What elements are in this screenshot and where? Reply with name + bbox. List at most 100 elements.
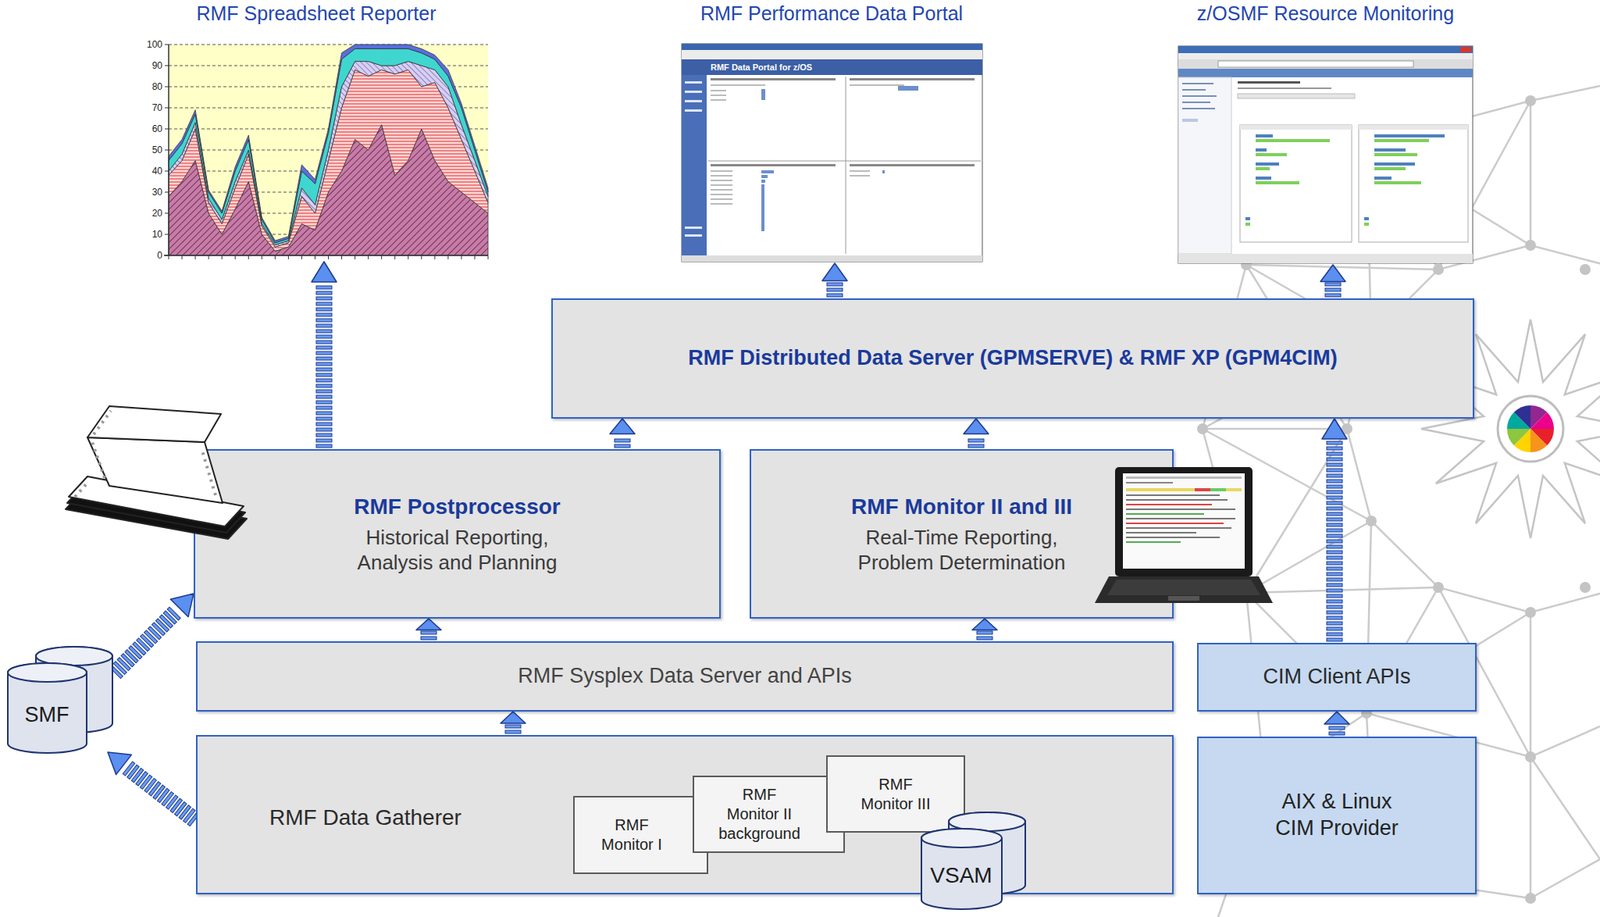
chart-tick — [420, 255, 422, 260]
network-node — [1525, 892, 1536, 904]
zosmf-screenshot — [1178, 68, 1473, 78]
zosmf-screenshot — [1358, 124, 1469, 130]
zosmf-screenshot — [1178, 46, 1473, 264]
zosmf-screenshot — [1374, 167, 1406, 171]
arrow-shaft-bar — [826, 293, 843, 297]
chart-tick — [164, 234, 169, 236]
zosmf-screenshot — [1255, 153, 1287, 157]
chart-tick — [164, 255, 169, 257]
network-node — [1525, 606, 1536, 618]
arrow-connector — [1324, 711, 1350, 735]
chart-tick — [301, 255, 303, 260]
arrow-shaft-bar — [316, 345, 332, 350]
arrow-shaft-bar — [1326, 594, 1343, 598]
network-backdrop — [1529, 100, 1533, 246]
arrow-shaft-bar — [316, 362, 332, 366]
arrow-connector — [1324, 711, 1350, 735]
arrow-shaft-bar — [1326, 457, 1343, 461]
portal-screenshot — [710, 179, 733, 182]
axis-tick-label: 80 — [137, 81, 163, 93]
zosmf-screenshot — [1374, 138, 1429, 143]
chart-tick — [164, 107, 169, 109]
network-backdrop — [1246, 520, 1372, 593]
arrow-head — [822, 263, 848, 282]
chart-tick — [164, 213, 169, 214]
axis-tick-label: 30 — [137, 186, 163, 198]
arrow-shaft-bar — [316, 373, 332, 377]
laptop-illustration — [1126, 527, 1232, 529]
arrow-shaft-bar — [316, 340, 332, 344]
chart-tick — [341, 255, 343, 260]
arrow-connector — [500, 711, 526, 734]
arrow-shaft-bar — [614, 444, 631, 448]
arrow-shaft-bar — [1326, 539, 1343, 543]
arrow-shaft-bar — [1326, 473, 1343, 478]
emblem-slice — [1514, 405, 1531, 429]
arrow-shaft-bar — [316, 416, 332, 421]
arrow-shaft-bar — [1326, 616, 1343, 620]
laptop-illustration — [1094, 576, 1273, 603]
printout-illustration — [87, 437, 223, 503]
portal-screenshot — [681, 59, 983, 75]
portal-screenshot — [684, 234, 703, 237]
arrow-shaft-bar — [316, 356, 332, 360]
zosmf-screenshot — [1240, 124, 1352, 130]
monitor-box: RMF Monitor II background — [692, 775, 845, 853]
arrow-shaft-bar — [1326, 637, 1343, 642]
zosmf-screenshot — [1178, 53, 1473, 60]
portal-screenshot — [849, 84, 905, 86]
zosmf-screenshot — [1460, 46, 1472, 53]
chart-tick — [394, 255, 396, 260]
portal-screenshot — [710, 174, 733, 177]
laptop-illustration — [1126, 503, 1212, 506]
area-chart-screenshot — [168, 44, 489, 256]
arrow-connector — [416, 618, 442, 640]
gatherer-box: RMF Data GathererRMF Monitor IRMF Monito… — [195, 734, 1174, 895]
portal-screenshot — [710, 188, 733, 191]
portal-screenshot — [681, 255, 983, 262]
network-node — [1432, 263, 1444, 275]
portal-screenshot — [761, 89, 766, 100]
arrow-connector — [106, 584, 203, 682]
chart-tick — [488, 255, 489, 260]
portal-screenshot — [681, 74, 707, 256]
network-backdrop — [1246, 428, 1347, 593]
network-backdrop — [1530, 756, 1600, 859]
axis-tick-label: 10 — [137, 228, 163, 240]
arrow-head — [1324, 711, 1350, 724]
chart-tick — [460, 255, 462, 260]
arrow-shaft-bar — [505, 730, 521, 734]
arrow-shaft-bar — [1325, 282, 1341, 286]
arrow-shaft-bar — [316, 307, 332, 311]
network-node — [1197, 423, 1209, 435]
arrow-shaft-bar — [1326, 468, 1343, 472]
panel-heading: RMF Spreadsheet Reporter — [195, 1, 436, 26]
arrow-shaft-bar — [826, 288, 843, 292]
portal-screenshot — [849, 170, 870, 172]
laptop-illustration — [1126, 531, 1197, 534]
portal-screenshot — [845, 76, 847, 254]
axis-tick-label: 50 — [137, 144, 163, 156]
laptop-illustration — [1126, 536, 1220, 539]
portal-screenshot — [710, 84, 766, 86]
portal-screenshot — [882, 170, 885, 174]
chart-tick — [164, 149, 169, 151]
arrow-shaft-bar — [976, 636, 993, 640]
chart-tick — [181, 255, 183, 260]
arrow-connector — [963, 418, 989, 448]
arrow-shaft-bar — [316, 406, 332, 410]
portal-screenshot — [710, 78, 836, 81]
arrow-shaft-bar — [316, 296, 332, 300]
box-description: Historical Reporting, Analysis and Plann… — [332, 524, 583, 576]
laptop-illustration — [1126, 494, 1220, 496]
arrow-shaft-bar — [316, 433, 332, 437]
dataset-cylinder: VSAM — [921, 812, 1027, 911]
arrow-shaft-bar — [316, 444, 332, 448]
box-label: RMF Monitor I — [588, 815, 675, 855]
emblem-ring — [1497, 395, 1564, 462]
chart-tick — [434, 255, 435, 260]
zosmf-screenshot — [1364, 217, 1369, 221]
network-node — [1525, 95, 1536, 107]
arrow-head — [311, 261, 337, 282]
